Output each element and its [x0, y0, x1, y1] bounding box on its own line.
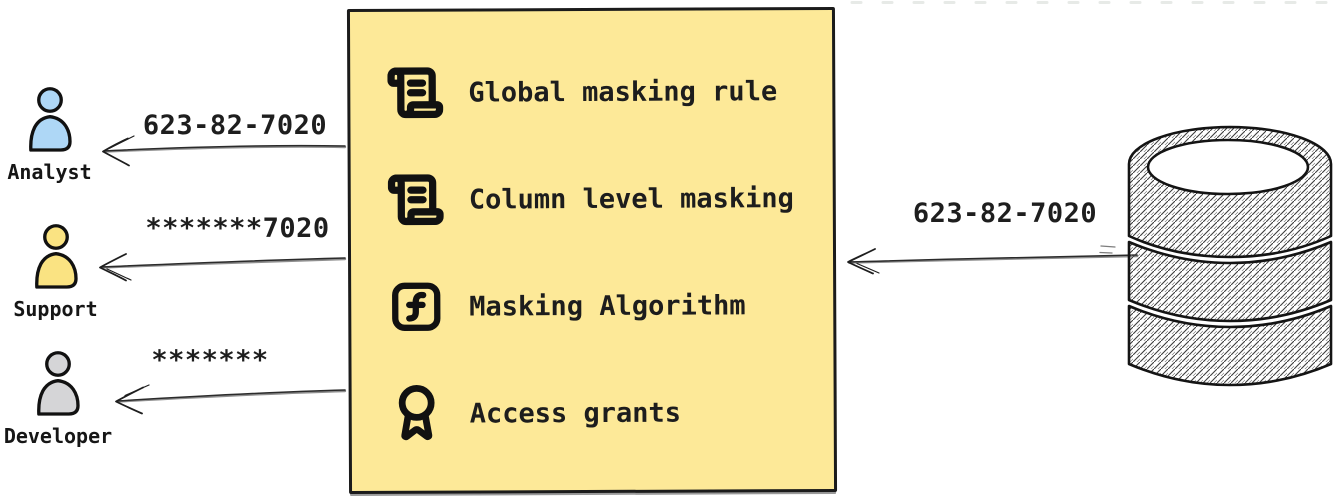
person-icon — [37, 351, 80, 416]
database-icon — [1126, 124, 1334, 394]
masked-value-support: *******7020 — [145, 213, 330, 244]
rule-label: Column level masking — [468, 182, 794, 216]
persona-analyst: Analyst — [0, 86, 102, 184]
rule-column-level-masking: Column level masking — [385, 169, 809, 229]
person-icon — [28, 87, 72, 152]
scroll-text-icon — [385, 171, 447, 229]
arrow-box-to-analyst — [102, 135, 347, 167]
db-outbound-value: 623-82-7020 — [912, 198, 1098, 229]
function-square-icon — [385, 279, 447, 335]
rule-label: Masking Algorithm — [469, 289, 746, 323]
person-icon — [34, 224, 78, 289]
rule-access-grants: Access grants — [386, 383, 810, 443]
rule-global-masking: Global masking rule — [384, 62, 808, 122]
persona-developer: Developer — [4, 350, 112, 448]
rule-masking-algorithm: Masking Algorithm — [385, 276, 809, 336]
masked-value-developer: ******* — [151, 345, 269, 376]
masking-rules-box: Global masking rule Column level masking… — [346, 6, 838, 495]
rule-label: Global masking rule — [468, 75, 778, 109]
arrow-box-to-support — [99, 253, 347, 282]
rule-label: Access grants — [469, 397, 682, 430]
arrow-box-to-developer — [115, 384, 347, 415]
arrow-db-to-box — [847, 245, 1139, 275]
persona-support: Support — [3, 223, 108, 321]
persona-label: Support — [13, 297, 98, 321]
award-icon — [386, 382, 448, 446]
persona-label: Developer — [3, 424, 113, 448]
masked-value-analyst: 623-82-7020 — [142, 110, 328, 141]
persona-label: Analyst — [7, 160, 92, 184]
scroll-text-icon — [384, 64, 446, 122]
